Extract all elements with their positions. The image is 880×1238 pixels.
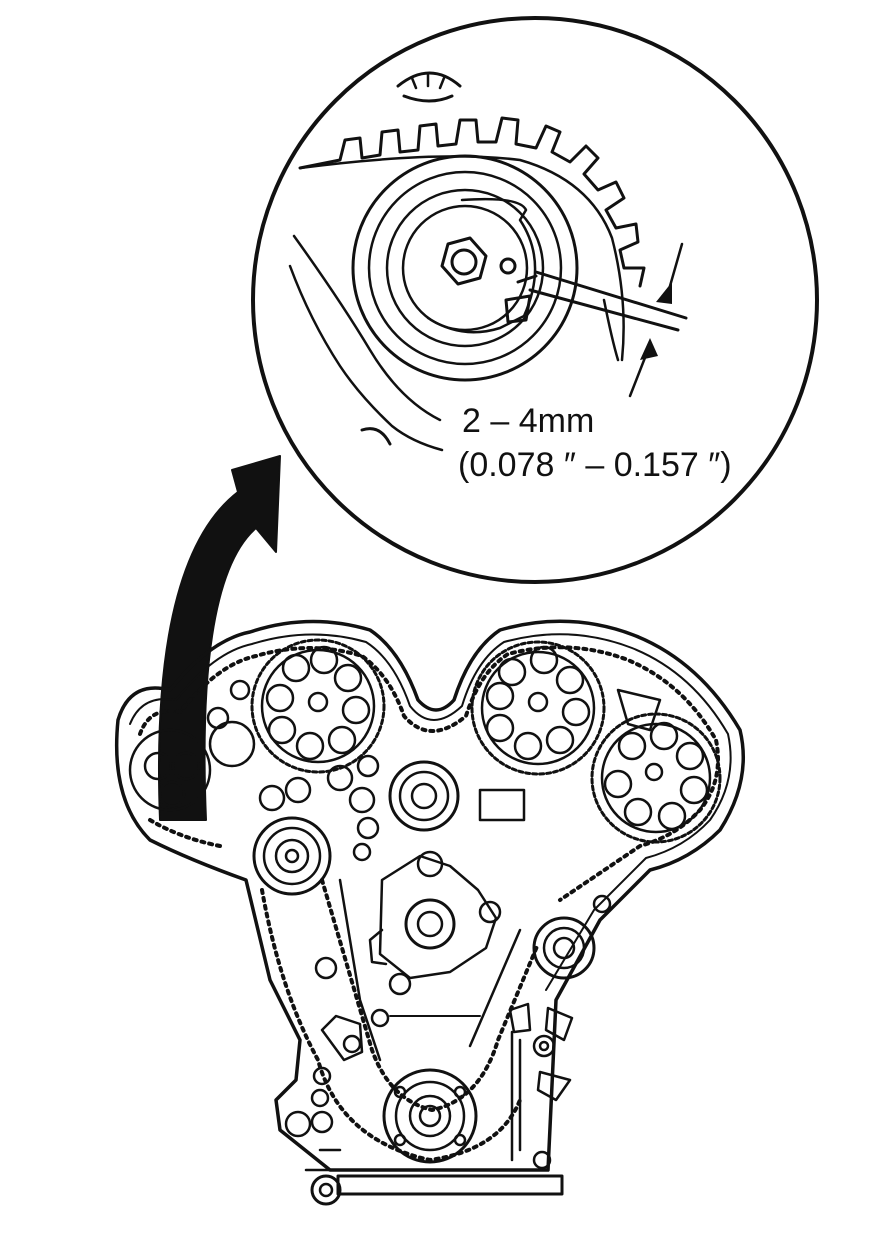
belt-teeth (298, 116, 646, 288)
timing-chain-lower (320, 878, 540, 1112)
water-pump (368, 850, 502, 996)
crankshaft-sprocket (382, 1068, 478, 1164)
timing-cover-outline (114, 619, 746, 1172)
gap-spec-imperial: (0.078 ″ – 0.157 ″) (458, 446, 732, 484)
engine-front-view (114, 619, 746, 1206)
cam-sprocket-right-outer (590, 712, 722, 844)
gap-spec-metric: 2 – 4mm (462, 402, 595, 440)
cam-sprocket-left-outer (128, 728, 212, 812)
cam-sprocket-left-lower (206, 679, 256, 768)
left-tensioner-pulley (252, 816, 332, 896)
right-idler (532, 916, 596, 980)
arrow-up-icon (640, 338, 658, 360)
detail-view (251, 16, 819, 584)
cam-sprocket-left-inner (250, 638, 386, 774)
arrow-down-icon (656, 282, 672, 304)
upper-sprocket (396, 71, 462, 103)
detail-arrow-icon (157, 455, 281, 821)
tensioner-window (504, 294, 532, 324)
cam-sprocket-right-inner (470, 640, 606, 776)
tensioner-pulley (351, 154, 579, 382)
gap-indicator (528, 242, 688, 398)
upper-idler (388, 760, 460, 832)
nut-hex (440, 236, 488, 286)
